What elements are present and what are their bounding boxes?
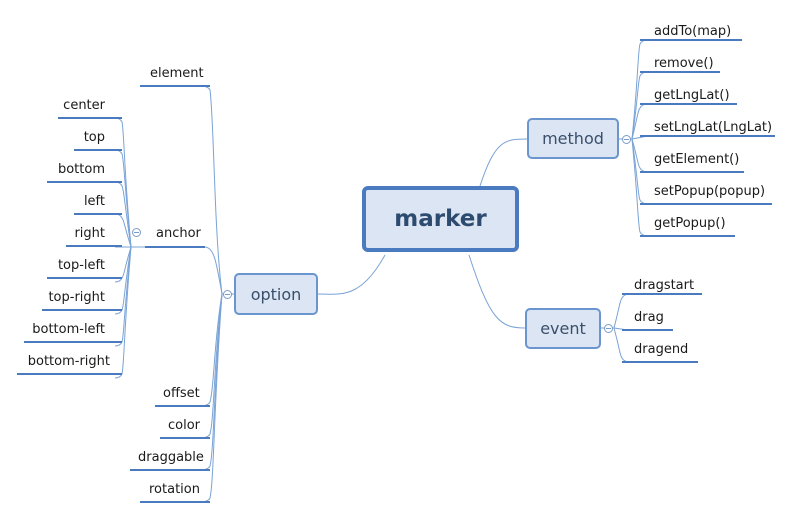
option-to-anchor <box>204 246 223 295</box>
method-setPopup-node[interactable]: setPopup(popup) <box>654 184 766 199</box>
anchor-center-node[interactable]: center <box>63 98 105 113</box>
method-remove-node[interactable]: remove() <box>654 56 714 71</box>
option-draggable-node[interactable]: draggable <box>138 450 204 465</box>
root-to-option-connector <box>317 254 386 295</box>
anchor-top-left-node[interactable]: top-left <box>57 258 105 273</box>
method-getElement-node[interactable]: getElement() <box>654 152 740 167</box>
anchor-to-bottom-left <box>114 246 132 347</box>
anchor-bottom-node[interactable]: bottom <box>57 162 105 177</box>
event-collapse-icon[interactable] <box>604 324 613 333</box>
anchor-top-node[interactable]: top <box>83 130 105 145</box>
anchor-to-top-right <box>114 246 132 315</box>
root-to-method-connector <box>479 138 528 187</box>
central-topic-marker[interactable]: marker <box>362 186 519 252</box>
central-topic-label: marker <box>394 206 487 232</box>
topic-method[interactable]: method <box>527 118 619 159</box>
option-to-element <box>199 85 223 295</box>
option-anchor-node[interactable]: anchor <box>156 226 201 241</box>
anchor-right-node[interactable]: right <box>74 226 105 241</box>
topic-event-label: event <box>540 319 586 338</box>
method-collapse-icon[interactable] <box>622 135 631 144</box>
event-to-dragend <box>613 327 631 363</box>
topic-option[interactable]: option <box>234 273 318 315</box>
root-to-event-connector <box>468 254 526 329</box>
option-offset-node[interactable]: offset <box>163 386 200 401</box>
event-dragend-node[interactable]: dragend <box>634 342 689 357</box>
option-collapse-icon[interactable] <box>223 290 232 299</box>
option-element-node[interactable]: element <box>150 66 204 81</box>
method-setLngLat-node[interactable]: setLngLat(LngLat) <box>654 120 773 135</box>
method-getPopup-node[interactable]: getPopup() <box>654 216 726 231</box>
anchor-top-right-node[interactable]: top-right <box>48 290 105 305</box>
topic-option-label: option <box>250 284 302 304</box>
topic-method-label: method <box>542 129 604 148</box>
option-rotation-node[interactable]: rotation <box>149 482 200 497</box>
anchor-to-bottom-right <box>114 246 132 379</box>
anchor-bottom-left-node[interactable]: bottom-left <box>32 322 105 337</box>
event-to-dragstart <box>613 293 631 329</box>
option-color-node[interactable]: color <box>168 418 201 433</box>
event-drag-node[interactable]: drag <box>634 310 664 325</box>
event-dragstart-node[interactable]: dragstart <box>634 278 695 293</box>
anchor-collapse-icon[interactable] <box>132 228 141 237</box>
anchor-bottom-right-node[interactable]: bottom-right <box>27 354 110 369</box>
method-getLngLat-node[interactable]: getLngLat() <box>654 88 730 103</box>
topic-event[interactable]: event <box>525 308 601 349</box>
method-addTo-node[interactable]: addTo(map) <box>654 24 732 39</box>
anchor-left-node[interactable]: left <box>83 194 105 209</box>
